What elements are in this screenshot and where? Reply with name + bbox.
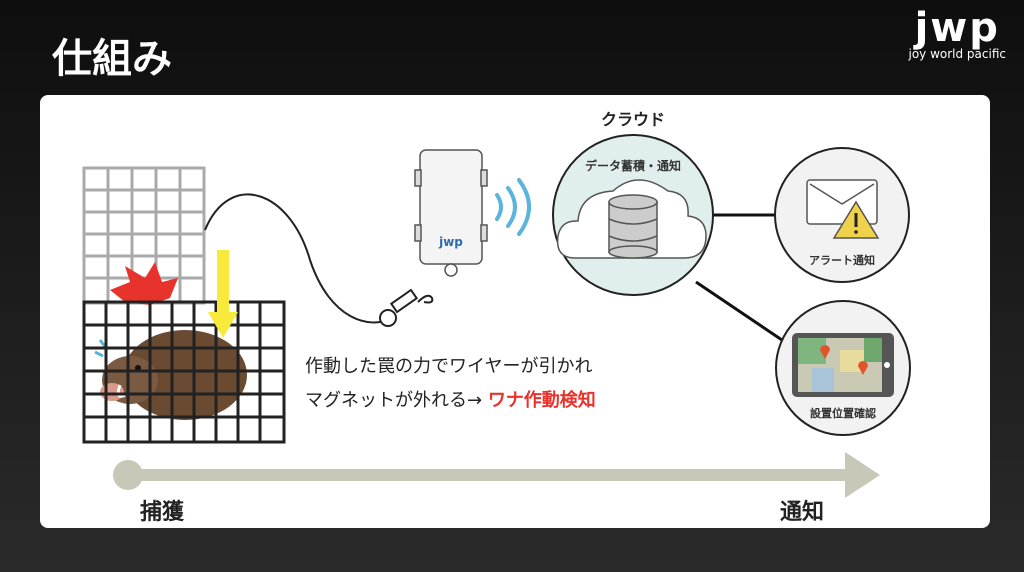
location-label: 設置位置確認: [810, 407, 876, 420]
description-line-1: 作動した罠の力でワイヤーが引かれ: [305, 356, 593, 377]
trap-cage-front: [82, 300, 286, 444]
logo-mark: jwp: [914, 5, 1000, 51]
timeline-start-label: 捕獲: [140, 500, 185, 525]
tablet-map-icon: [792, 333, 894, 397]
company-logo: jwp joy world pacific: [908, 8, 1006, 60]
page-title: 仕組み: [52, 36, 172, 82]
wireless-signal-icon: [495, 178, 531, 236]
logo-tagline: joy world pacific: [908, 47, 1006, 61]
trigger-wire: [204, 193, 393, 324]
magnet-sensor-icon: [379, 288, 434, 327]
mail-icon: [806, 179, 878, 225]
description-text: マグネットが外れる→: [305, 390, 488, 411]
sensor-device-icon: [414, 149, 488, 277]
description-line-2: マグネットが外れる→ ワナ作動検知: [305, 386, 596, 412]
timeline-arrow: [113, 452, 880, 498]
warning-icon: [832, 200, 880, 239]
detection-highlight: ワナ作動検知: [487, 390, 596, 411]
cloud-label: データ蓄積・通知: [584, 159, 681, 173]
device-brand: jwp: [439, 235, 463, 249]
alert-label: アラート通知: [809, 254, 875, 267]
impact-burst-icon: [110, 262, 178, 305]
timeline-end-label: 通知: [780, 500, 825, 525]
cloud-heading: クラウド: [600, 110, 665, 129]
database-icon: [608, 194, 658, 259]
down-arrow-icon: [208, 250, 238, 338]
connector-line: [695, 280, 783, 342]
